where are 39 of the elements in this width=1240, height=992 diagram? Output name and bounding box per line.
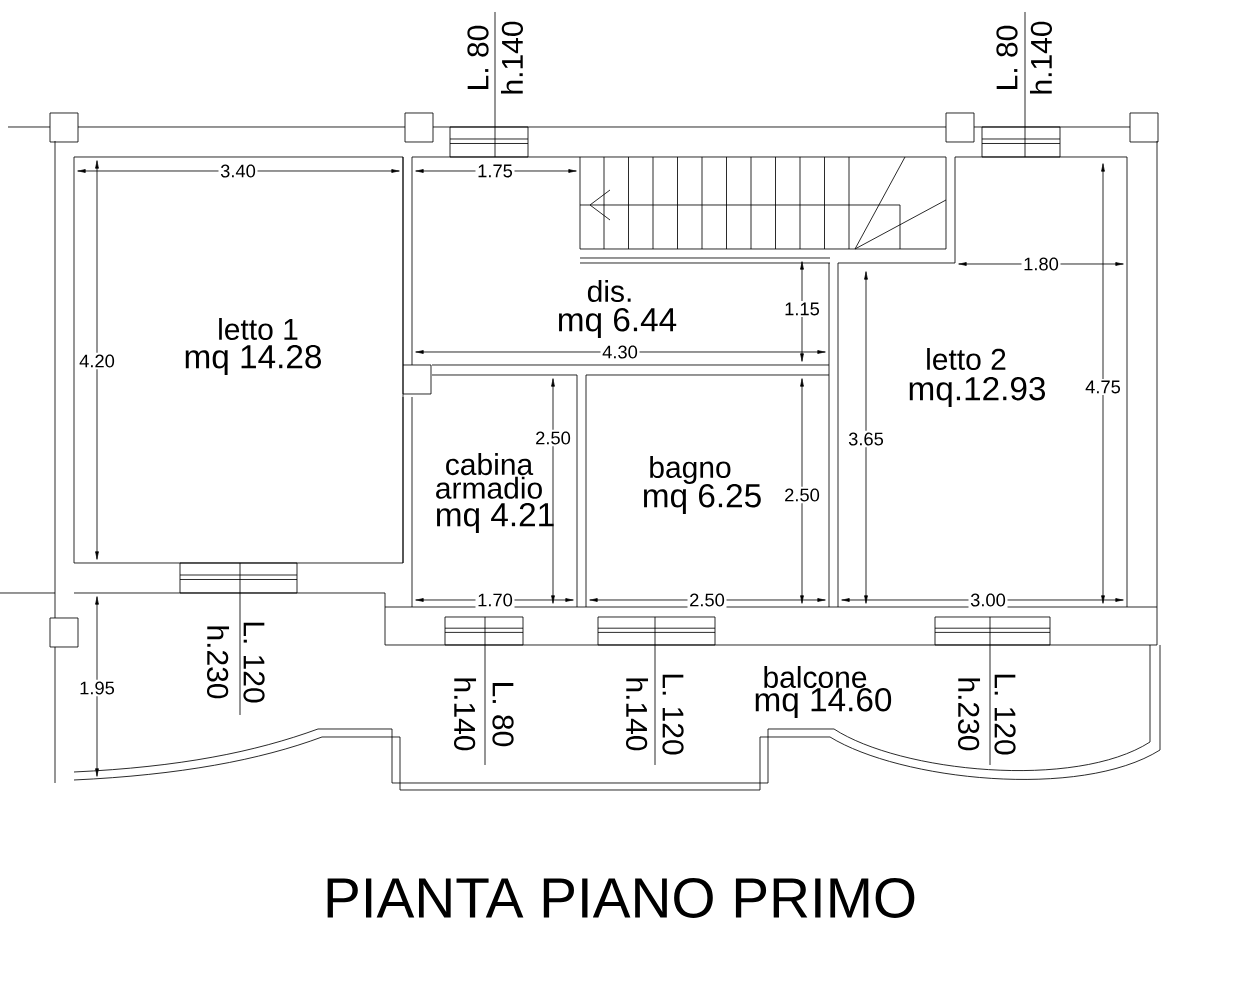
dimension-label: 1.80 — [1021, 255, 1061, 273]
area-label: mq 6.25 — [644, 483, 761, 515]
window-label: L. 120 — [662, 674, 684, 755]
area-label: mq 14.60 — [755, 687, 892, 719]
area-label: mq.12.93 — [909, 376, 1045, 408]
dimension-label: 3.00 — [968, 591, 1008, 609]
room-name: balcone — [764, 665, 867, 688]
area-label: mq 6.44 — [559, 307, 677, 339]
room-name: bagno — [650, 456, 731, 484]
dimension-label: 4.30 — [600, 343, 640, 361]
area-label: mq 14.28 — [185, 344, 321, 376]
dimension-label: 1.70 — [475, 591, 515, 609]
room-name: letto 1 — [219, 317, 298, 340]
dimension-label: 2.50 — [533, 429, 573, 447]
window-label: h.230 — [958, 678, 981, 751]
dimension-label: 2.50 — [687, 591, 727, 609]
window-label: h.230 — [207, 626, 230, 699]
dimension-label: 1.75 — [475, 162, 515, 180]
dimension-label: 4.20 — [77, 352, 117, 370]
dimension-label: 4.75 — [1083, 378, 1123, 396]
room-name: cabina armadio — [436, 453, 542, 499]
dimension-label: 3.65 — [846, 430, 886, 448]
dimension-label: 1.95 — [77, 679, 117, 697]
window-label: h.140 — [501, 21, 523, 94]
dimension-label: 3.40 — [218, 162, 258, 180]
window-label: L. 80 — [492, 683, 514, 747]
room-name: dis. — [587, 279, 631, 302]
dimension-label: 1.15 — [782, 300, 822, 318]
window-label: L. 120 — [243, 622, 265, 703]
window-label: h.140 — [1030, 21, 1052, 94]
window-label: h.140 — [454, 678, 477, 751]
dimension-label: 2.50 — [782, 486, 822, 504]
window-label: L. 80 — [996, 25, 1018, 89]
window-label: L. 120 — [994, 674, 1016, 755]
window-label: L. 80 — [467, 25, 489, 89]
room-name: letto 2 — [927, 347, 1006, 370]
area-label: mq 4.21 — [437, 502, 554, 534]
window-label: h.140 — [626, 678, 649, 751]
plan-title: PIANTA PIANO PRIMO — [327, 877, 915, 919]
